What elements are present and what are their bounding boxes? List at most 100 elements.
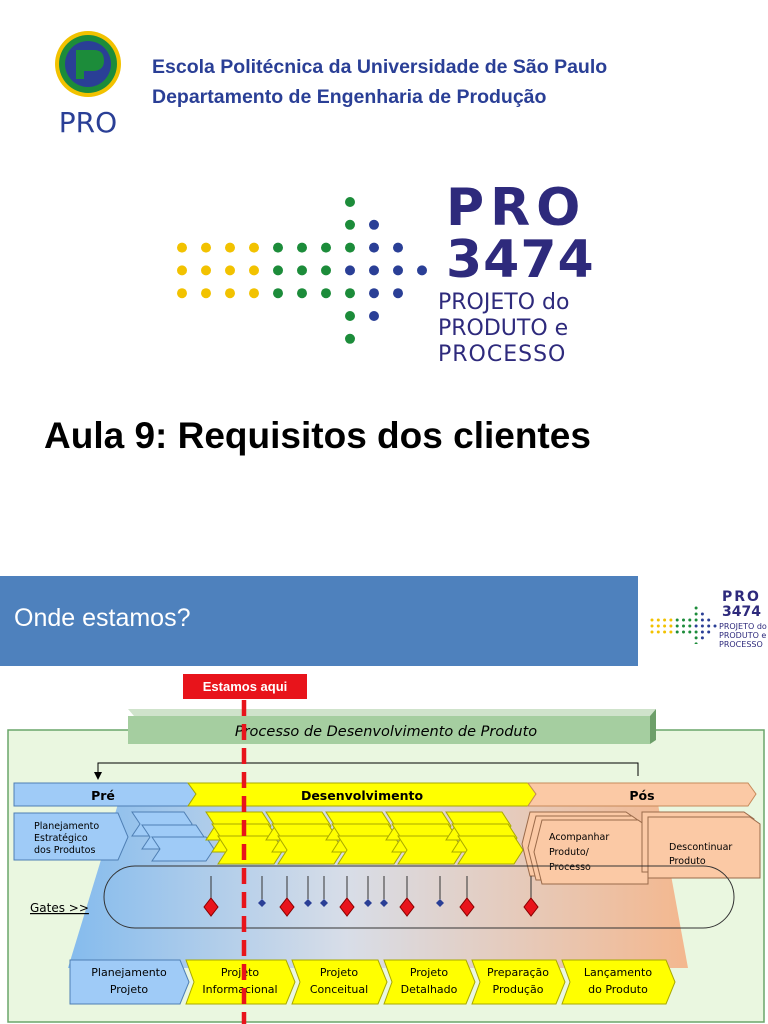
slide-header: Onde estamos? <box>0 576 638 666</box>
arrow-dot <box>663 618 667 622</box>
title-bar-side <box>650 709 656 744</box>
arrow-dot <box>201 288 211 299</box>
arrow-dot <box>369 265 379 276</box>
stage-chevron <box>185 959 296 1005</box>
arrow-dot <box>694 606 698 610</box>
minor-gate-diamond <box>258 899 266 907</box>
feedback-arrowhead <box>94 772 102 780</box>
phase-pre-label: Pré <box>91 788 115 803</box>
phase-pos <box>527 782 757 807</box>
arrow-dot <box>656 618 660 622</box>
gate-markers <box>203 876 539 917</box>
arrow-dot <box>694 636 698 640</box>
arrow-dot <box>369 288 379 299</box>
arrow-dot <box>700 618 704 622</box>
arrow-dot <box>707 630 711 634</box>
minor-gate-diamond <box>364 899 372 907</box>
arrow-dot <box>393 242 403 253</box>
arrow-dot <box>297 288 307 299</box>
slide-header-title: Onde estamos? <box>14 604 191 632</box>
minor-gate-diamond <box>320 899 328 907</box>
arrow-dot <box>345 311 355 321</box>
arrow-dot <box>345 265 355 276</box>
major-gate-diamond <box>523 897 539 917</box>
arrow-dot <box>688 618 692 622</box>
title-bar-top <box>128 709 656 716</box>
stage-chevron <box>383 959 476 1005</box>
arrow-dot <box>694 624 698 628</box>
dev-activity-chevron <box>457 835 524 865</box>
arrow-dot <box>663 624 667 628</box>
arrow-dot <box>675 624 679 628</box>
arrow-dot <box>249 265 259 276</box>
phase-dev-label: Desenvolvimento <box>301 788 424 803</box>
pro-logo: PRO <box>55 31 121 139</box>
arrow-dot <box>393 288 403 299</box>
arrow-dot <box>345 288 355 299</box>
arrow-dot <box>345 219 355 230</box>
mini-logo-line2: 3474 <box>722 604 761 620</box>
arrow-dot <box>650 624 654 628</box>
title-bar <box>128 716 650 744</box>
feedback-bracket <box>97 762 639 776</box>
arrow-dot <box>297 242 307 253</box>
arrow-dot <box>393 265 403 276</box>
process-title: Processo de Desenvolvimento de Produto <box>235 724 537 740</box>
strategic-planning-label: Planejamento Estratégico dos Produtos <box>34 821 102 856</box>
minor-gate-diamond <box>380 899 388 907</box>
arrow-dot <box>656 624 660 628</box>
phase-pos-label: Pós <box>629 788 654 803</box>
arrow-dot <box>225 242 235 253</box>
dot-arrow-graphic <box>177 197 427 344</box>
mini-logo-sub1: PROJETO do <box>719 622 767 631</box>
arrow-dot <box>707 618 711 622</box>
arrow-dot <box>694 642 698 644</box>
arrow-dot <box>177 242 187 253</box>
gates-capsule <box>103 865 735 929</box>
arrow-dot <box>321 242 331 253</box>
arrow-dot <box>700 636 704 640</box>
process-diagram: Processo de Desenvolvimento de Produto P… <box>7 700 765 1024</box>
pre-step-3 <box>151 836 215 862</box>
arrow-dot <box>345 242 355 253</box>
arrow-dot <box>249 288 259 299</box>
major-gate-diamond <box>399 897 415 917</box>
arrow-dot <box>297 265 307 276</box>
arrow-dot <box>273 288 283 299</box>
title-slide: PRO Escola Politécnica da Universidade d… <box>44 31 608 456</box>
arrow-dot <box>249 242 259 253</box>
arrow-dot <box>682 630 685 634</box>
pos-box2-front <box>647 816 761 879</box>
arrow-dot <box>201 242 211 253</box>
minor-gate-diamond <box>304 899 312 907</box>
dev-activities <box>205 811 524 865</box>
school-name: Escola Politécnica da Universidade de Sã… <box>152 56 608 78</box>
arrow-dot <box>321 288 331 299</box>
course-name-line3: PROCESSO <box>438 342 567 367</box>
course-code-line1: PRO <box>446 178 587 238</box>
arrow-dot <box>700 624 704 628</box>
arrow-dot <box>675 630 679 634</box>
arrow-dot <box>669 630 673 634</box>
arrow-dot <box>225 265 235 276</box>
arrow-dot <box>700 630 704 634</box>
course-code-line2: 3474 <box>446 230 595 290</box>
pos-box-front <box>533 819 649 885</box>
course-name-line1: PROJETO do <box>438 290 570 315</box>
arrow-dot <box>177 288 187 299</box>
mini-logo-sub3: PROCESSO <box>719 640 763 649</box>
arrow-dot <box>177 265 187 276</box>
arrow-dot <box>713 624 717 628</box>
pos-box-1-label: Acompanhar Produto/ Processo <box>549 832 612 873</box>
arrow-dot <box>225 288 235 299</box>
mini-dot-arrow-graphic <box>650 606 717 644</box>
arrow-dot <box>417 265 427 276</box>
mini-logo-line1: PRO <box>722 589 761 605</box>
arrow-dot <box>663 630 667 634</box>
arrow-dot <box>688 624 692 628</box>
arrow-dot <box>669 624 673 628</box>
